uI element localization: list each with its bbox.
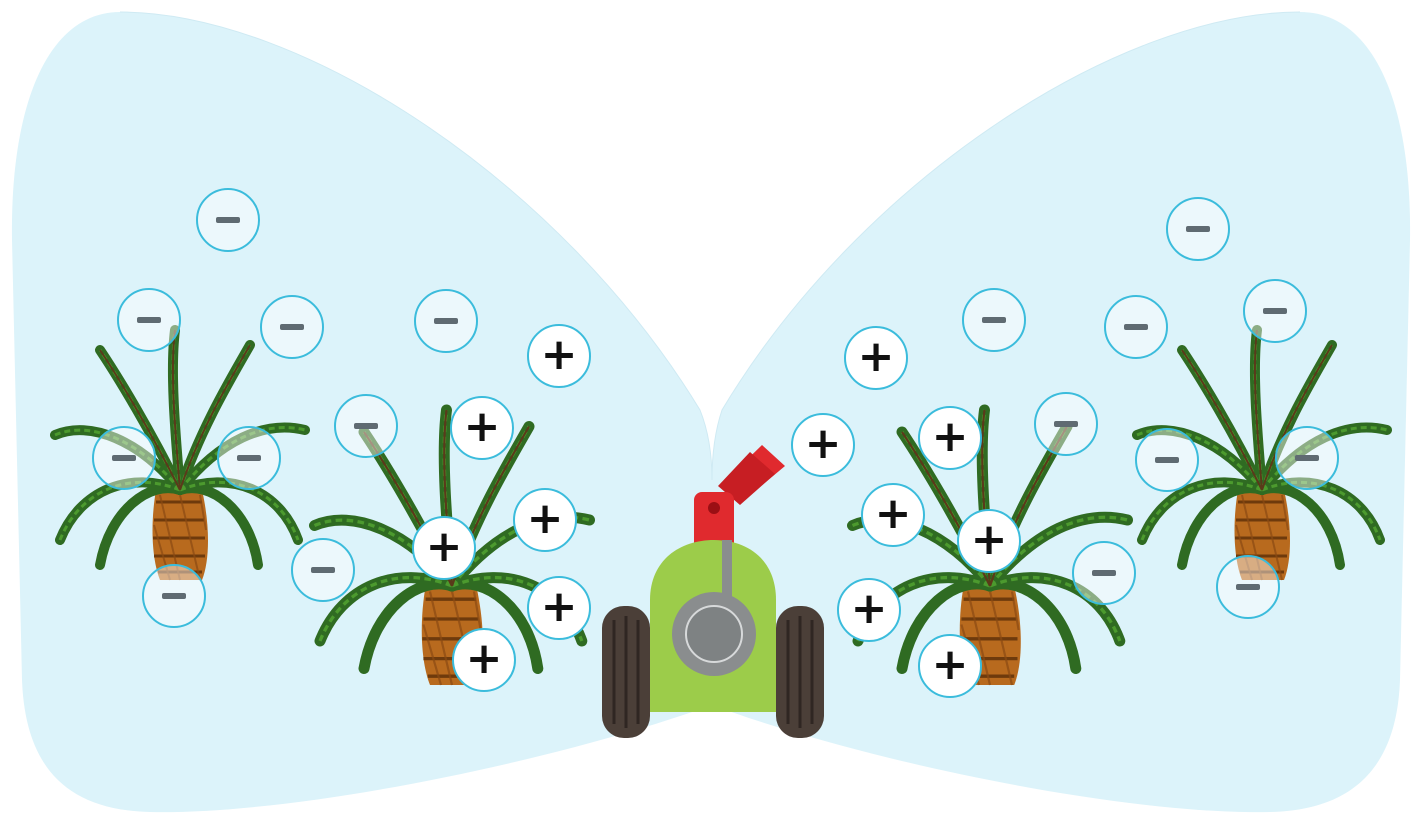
plus-badge[interactable]: + — [837, 578, 901, 642]
minus-badge[interactable] — [1275, 426, 1339, 490]
minus-badge[interactable] — [1034, 392, 1098, 456]
minus-badge[interactable] — [1135, 428, 1199, 492]
plus-icon: + — [526, 492, 564, 544]
minus-icon — [311, 567, 335, 573]
minus-icon — [1236, 584, 1260, 590]
plus-icon: + — [463, 400, 501, 452]
minus-badge[interactable] — [217, 426, 281, 490]
minus-icon — [1186, 226, 1210, 232]
air-blast-sprayer-icon — [602, 445, 824, 738]
minus-badge[interactable] — [117, 288, 181, 352]
minus-icon — [434, 318, 458, 324]
plus-badge[interactable]: + — [527, 576, 591, 640]
minus-icon — [237, 455, 261, 461]
minus-badge[interactable] — [1072, 541, 1136, 605]
minus-badge[interactable] — [92, 426, 156, 490]
plus-badge[interactable]: + — [452, 628, 516, 692]
minus-icon — [1124, 324, 1148, 330]
plus-icon: + — [540, 328, 578, 380]
minus-badge[interactable] — [414, 289, 478, 353]
plus-badge[interactable]: + — [918, 406, 982, 470]
plus-badge[interactable]: + — [791, 413, 855, 477]
minus-icon — [280, 324, 304, 330]
plus-badge[interactable]: + — [861, 483, 925, 547]
minus-badge[interactable] — [1104, 295, 1168, 359]
plus-icon: + — [804, 417, 842, 469]
plus-badge[interactable]: + — [450, 396, 514, 460]
plus-icon: + — [931, 410, 969, 462]
minus-badge[interactable] — [1216, 555, 1280, 619]
plus-icon: + — [874, 487, 912, 539]
plus-badge[interactable]: + — [844, 326, 908, 390]
plus-icon: + — [850, 582, 888, 634]
minus-icon — [216, 217, 240, 223]
minus-badge[interactable] — [334, 394, 398, 458]
plus-badge[interactable]: + — [412, 516, 476, 580]
minus-badge[interactable] — [1243, 279, 1307, 343]
plus-icon: + — [970, 513, 1008, 565]
minus-icon — [1263, 308, 1287, 314]
minus-icon — [1155, 457, 1179, 463]
plus-icon: + — [857, 330, 895, 382]
plus-icon: + — [931, 638, 969, 690]
minus-badge[interactable] — [142, 564, 206, 628]
plus-icon: + — [465, 632, 503, 684]
minus-icon — [982, 317, 1006, 323]
minus-icon — [162, 593, 186, 599]
minus-badge[interactable] — [1166, 197, 1230, 261]
minus-icon — [1295, 455, 1319, 461]
minus-badge[interactable] — [291, 538, 355, 602]
minus-icon — [354, 423, 378, 429]
minus-icon — [112, 455, 136, 461]
plus-badge[interactable]: + — [513, 488, 577, 552]
minus-icon — [1092, 570, 1116, 576]
plus-badge[interactable]: + — [957, 509, 1021, 573]
plus-icon: + — [540, 580, 578, 632]
plus-badge[interactable]: + — [527, 324, 591, 388]
minus-icon — [1054, 421, 1078, 427]
plus-icon: + — [425, 520, 463, 572]
minus-badge[interactable] — [962, 288, 1026, 352]
minus-badge[interactable] — [260, 295, 324, 359]
plus-badge[interactable]: + — [918, 634, 982, 698]
minus-badge[interactable] — [196, 188, 260, 252]
minus-icon — [137, 317, 161, 323]
